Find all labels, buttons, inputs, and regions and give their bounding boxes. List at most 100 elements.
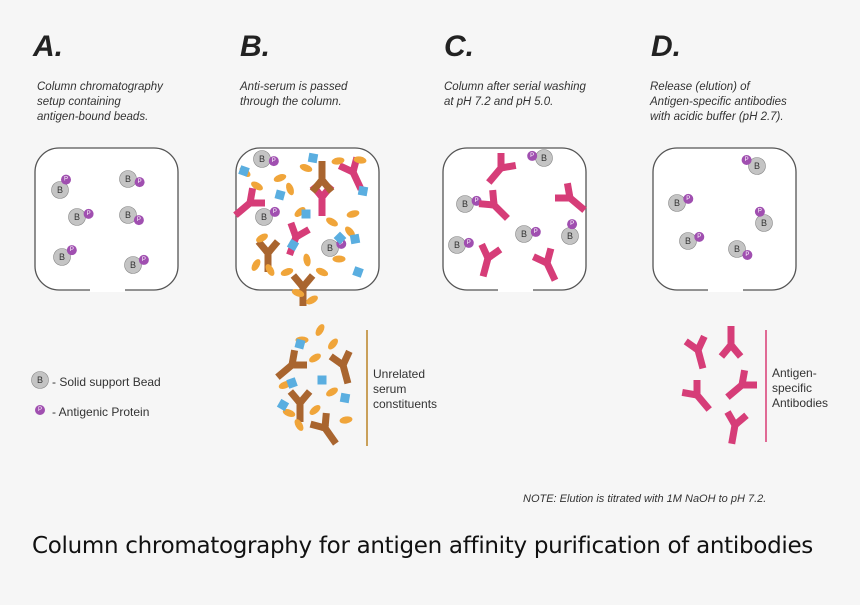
unrelated-antibody-icon: [327, 348, 360, 387]
protein-icon: [527, 150, 538, 161]
protein-symbol: P: [339, 241, 343, 247]
bead-symbol: B: [261, 212, 267, 222]
panel-d-description: Release (elution) of Antigen-specific an…: [650, 81, 787, 123]
serum-particle-blue: [274, 189, 286, 201]
serum-particle-orange: [331, 157, 345, 165]
bead-symbol: B: [685, 236, 691, 246]
protein-symbol: P: [142, 257, 146, 263]
bead-symbol: B: [57, 185, 63, 195]
column-c: [442, 147, 587, 292]
bead-icon: [119, 206, 137, 224]
serum-particle-orange: [332, 255, 346, 263]
protein-icon: [35, 405, 45, 415]
bead-icon: [748, 157, 766, 175]
protein-icon: [66, 245, 77, 256]
specific-antibody-icon: [719, 409, 750, 446]
elution-note: NOTE: Elution is titrated with 1M NaOH t…: [523, 493, 767, 505]
protein-symbol: P: [38, 407, 42, 413]
protein-symbol: P: [534, 229, 538, 235]
figure-caption: Column chromatography for antigen affini…: [32, 533, 813, 559]
bead-symbol: B: [59, 252, 65, 262]
serum-particle-orange: [345, 226, 355, 238]
column-b: [235, 147, 380, 291]
specific-antibody-icon: [682, 333, 715, 372]
serum-particle-orange: [256, 233, 268, 243]
protein-symbol: P: [273, 209, 277, 215]
serum-particle-blue: [238, 165, 250, 177]
serum-particle-orange: [286, 182, 294, 196]
protein-icon: [463, 237, 474, 248]
protein-icon: [61, 174, 71, 185]
bead-symbol: B: [734, 244, 740, 254]
protein-symbol: P: [570, 221, 574, 227]
serum-particle-blue: [294, 338, 306, 350]
serum-particle-orange: [315, 267, 329, 277]
bead-symbol: B: [130, 260, 136, 270]
serum-particle-orange: [294, 419, 304, 431]
bead-symbol: B: [541, 153, 547, 163]
serum-particle-orange: [328, 338, 338, 350]
protein-icon: [269, 206, 280, 217]
panel-a-description: Column chromatography setup containing a…: [37, 81, 163, 123]
protein-icon: [567, 219, 578, 230]
panel-a-letter: A.: [33, 30, 63, 63]
bead-symbol: B: [462, 199, 468, 209]
serum-particle-orange: [265, 264, 275, 276]
protein-symbol: P: [138, 179, 142, 185]
protein-symbol: P: [745, 252, 749, 258]
bead-symbol: B: [521, 229, 527, 239]
serum-particle-blue: [352, 266, 364, 278]
column-a: [34, 147, 179, 292]
serum-particle-blue: [307, 152, 319, 164]
protein-symbol: P: [697, 234, 701, 240]
unrelated-serum-label: Unrelated serum constituents: [373, 367, 438, 411]
serum-particle-blue: [339, 392, 351, 404]
serum-particle-blue: [317, 375, 327, 385]
protein-icon: [83, 208, 94, 219]
legend-bead-label: - Solid support Bead: [52, 375, 161, 389]
protein-icon: [683, 193, 694, 204]
bead-symbol: B: [125, 210, 131, 220]
serum-particle-blue: [286, 377, 298, 389]
legend-protein-label: - Antigenic Protein: [52, 405, 150, 419]
column-d: [652, 147, 797, 292]
protein-symbol: P: [137, 217, 141, 223]
bead-symbol: B: [74, 212, 80, 222]
bead-icon: [728, 240, 746, 258]
protein-symbol: P: [758, 209, 762, 215]
serum-particle-blue: [301, 209, 311, 219]
specific-antibody-icon: [719, 366, 761, 407]
bead-symbol: B: [674, 198, 680, 208]
protein-icon: [754, 206, 765, 217]
antigen-specific-label: Antigen- specific Antibodies: [772, 366, 829, 410]
protein-icon: [742, 250, 753, 260]
serum-particle-orange: [280, 268, 294, 276]
protein-icon: [134, 177, 145, 188]
serum-particle-orange: [251, 259, 261, 271]
protein-symbol: P: [475, 198, 479, 204]
bead-icon: [53, 248, 71, 266]
protein-symbol: P: [530, 153, 534, 159]
unrelated-antibody-icon: [287, 389, 313, 422]
panel-b-letter: B.: [240, 30, 270, 63]
serum-particle-orange: [306, 295, 318, 305]
protein-symbol: P: [87, 211, 91, 217]
serum-particle-orange: [251, 181, 263, 191]
protein-icon: [741, 155, 752, 165]
serum-particle-orange: [273, 174, 287, 182]
serum-particle-orange: [299, 164, 313, 172]
specific-antibody-icon: [718, 326, 744, 359]
bead-symbol: B: [259, 154, 265, 164]
serum-particle-orange: [309, 353, 321, 363]
panel-c-description: Column after serial washing at pH 7.2 an…: [444, 81, 586, 108]
serum-particle-orange: [339, 416, 353, 424]
serum-particle-blue: [276, 398, 290, 412]
specific-antibody-icon: [678, 376, 719, 418]
serum-particle-orange: [303, 253, 311, 267]
protein-icon: [138, 254, 149, 265]
bead-icon: [124, 256, 142, 274]
protein-icon: [694, 231, 705, 242]
serum-particle-blue: [349, 233, 361, 245]
serum-particle-blue: [333, 231, 347, 245]
bead-symbol: B: [567, 231, 573, 241]
